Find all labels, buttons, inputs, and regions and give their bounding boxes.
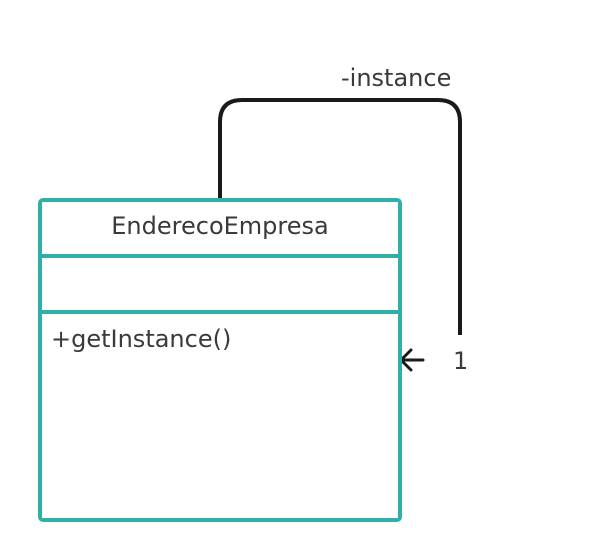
association-role-label: -instance — [341, 64, 452, 92]
association-arrowhead-icon — [399, 348, 425, 372]
class-name: EnderecoEmpresa — [111, 212, 329, 240]
class-box[interactable] — [38, 198, 402, 522]
self-association-line[interactable] — [218, 98, 462, 335]
method-get-instance: +getInstance() — [51, 325, 232, 353]
class-border — [38, 198, 402, 522]
association-multiplicity-label: 1 — [453, 347, 469, 375]
